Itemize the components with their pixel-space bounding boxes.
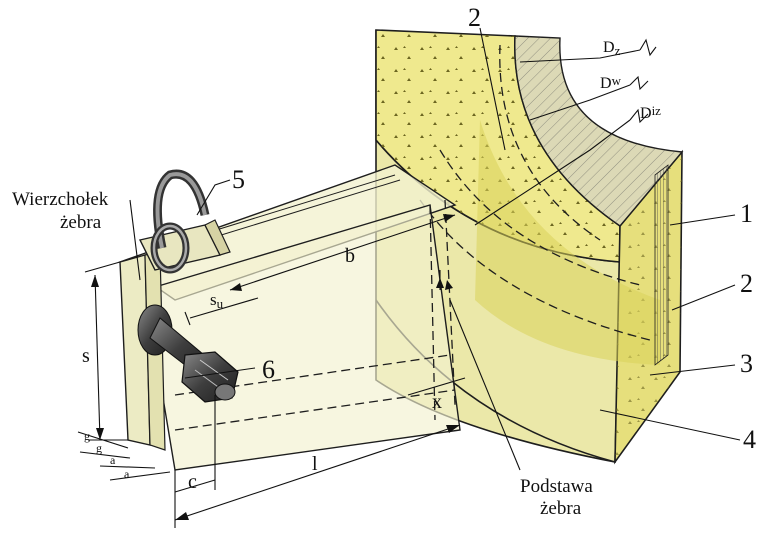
dim-dw: Dw [600, 73, 622, 92]
label-wierzcholek-line1: Wierzchołek [12, 189, 109, 210]
label-wierzcholek-line2: żebra [60, 212, 102, 233]
concrete-segment [375, 29, 684, 465]
label-1: 1 [740, 199, 753, 228]
bolt [137, 304, 239, 403]
leader-lines [129, 27, 741, 471]
dim-dz: Dz [603, 39, 621, 58]
label-podstawa-line2: żebra [540, 498, 582, 519]
dim-g1: g [84, 429, 90, 443]
callout-numbers: 2 1 2 3 4 5 6 [232, 3, 756, 454]
lifting-loop [138, 169, 231, 274]
label-3: 3 [740, 349, 753, 378]
dim-x: x [432, 391, 442, 413]
dim-a1: a [110, 453, 116, 467]
label-6: 6 [262, 355, 275, 384]
label-5: 5 [232, 165, 245, 194]
dim-diz: Diz [640, 103, 661, 122]
dim-c: c [188, 471, 197, 493]
dimension-lines [77, 214, 466, 528]
label-4: 4 [743, 425, 756, 454]
text-annotations: Wierzchołek żebra Podstawa żebra [12, 189, 593, 519]
label-podstawa-line1: Podstawa [520, 476, 593, 497]
dim-a2: a [124, 467, 130, 481]
dim-l: l [312, 453, 318, 475]
dim-g2: g [96, 441, 102, 455]
rib-body [118, 164, 461, 471]
dimension-labels: s b l c x su Dz Dw Diz g g a a [82, 39, 661, 493]
label-2-right: 2 [740, 269, 753, 298]
label-2-top: 2 [468, 3, 481, 32]
dim-su: su [210, 290, 224, 311]
dim-b: b [345, 245, 355, 267]
dim-s: s [82, 345, 90, 367]
